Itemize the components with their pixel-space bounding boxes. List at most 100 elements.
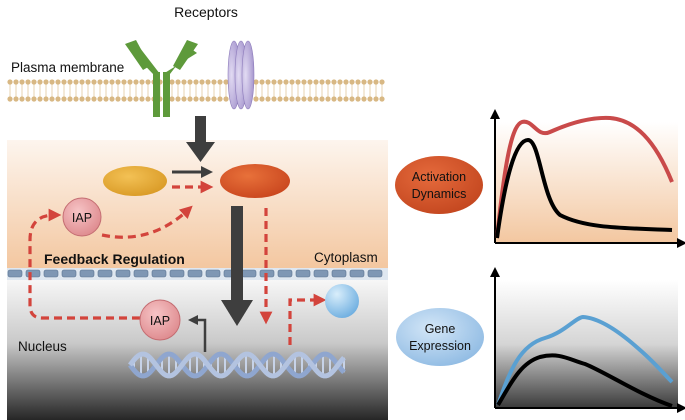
lipid-head [337,96,343,102]
lipid-head [277,96,283,102]
lipid-head [307,96,313,102]
lipid-head [121,79,127,85]
lipid-head [331,79,337,85]
lipid-head [187,79,193,85]
lipid-head [43,96,49,102]
lipid-head [67,96,73,102]
lipid-head [7,79,13,85]
lipid-head [31,79,37,85]
lipid-head [259,96,265,102]
lipid-head [79,96,85,102]
lipid-head [25,79,31,85]
activation-dynamics-oval [395,156,483,214]
lipid-head [379,96,385,102]
transcription-start-arrow [188,315,207,352]
lipid-head [259,79,265,85]
lipid-head [313,79,319,85]
lipid-head [325,79,331,85]
lipid-head [193,96,199,102]
lipid-head [97,96,103,102]
lipid-head [25,96,31,102]
activation-label-line2: Dynamics [412,187,467,201]
lipid-head [139,79,145,85]
lipid-head [91,79,97,85]
lipid-head [223,96,229,102]
lipid-head [343,96,349,102]
lipid-head [295,79,301,85]
gene-expression-chart [490,267,685,413]
dna-helix-icon [128,351,346,379]
lipid-head [319,79,325,85]
lipid-head [109,79,115,85]
lipid-head [85,96,91,102]
lipid-head [199,79,205,85]
lipid-head [37,79,43,85]
lipid-head [367,79,373,85]
lipid-head [91,96,97,102]
lipid-head [85,79,91,85]
lipid-head [301,96,307,102]
iap-to-protein-arrow [101,205,193,239]
lipid-head [223,79,229,85]
lipid-head [115,96,121,102]
feedback-regulation-label: Feedback Regulation [44,251,185,267]
lipid-head [283,96,289,102]
nuclear-translocation-arrow [221,206,253,326]
gene-label-line1: Gene [425,322,456,336]
lipid-head [217,79,223,85]
lipid-head [49,79,55,85]
iap-protein-nucleus [139,299,181,341]
lipid-head [349,79,355,85]
gene-product-sphere [325,284,359,318]
lipid-head [253,96,259,102]
lipid-head [331,96,337,102]
lipid-head [211,96,217,102]
lipid-head [211,79,217,85]
lipid-head [295,96,301,102]
lipid-head [19,96,25,102]
iap-protein-cytoplasm [62,197,102,237]
lipid-head [265,96,271,102]
channel-receptor-icon [227,40,255,110]
lipid-head [193,79,199,85]
lipid-head [133,79,139,85]
iap-feedback-loop-arrow [28,208,140,320]
lipid-head [175,79,181,85]
receptor-signal-arrow [186,116,215,162]
lipid-head [265,79,271,85]
plasma-membrane-label: Plasma membrane [11,60,124,75]
lipid-head [301,79,307,85]
lipid-head [103,79,109,85]
lipid-head [49,96,55,102]
gene-label-line2: Expression [409,339,471,353]
lipid-head [169,96,175,102]
lipid-head [109,96,115,102]
lipid-head [55,96,61,102]
lipid-head [319,96,325,102]
transcription-output-arrow [288,293,327,345]
lipid-head [205,96,211,102]
nuclear-envelope [7,268,388,280]
nucleus-label: Nucleus [18,339,67,354]
lipid-head [139,96,145,102]
lipid-head [379,79,385,85]
lipid-head [355,96,361,102]
lipid-head [373,96,379,102]
lipid-head [271,96,277,102]
active-protein [220,164,290,198]
lipid-head [361,96,367,102]
lipid-head [79,79,85,85]
lipid-head [145,79,151,85]
lipid-head [103,96,109,102]
lipid-head [127,79,133,85]
lipid-head [313,96,319,102]
lipid-head [289,96,295,102]
dna-strand [128,351,346,379]
gene-expression-oval [396,308,484,366]
lipid-head [199,96,205,102]
lipid-head [133,96,139,102]
lipid-head [349,96,355,102]
activation-black-curve [495,137,673,239]
lipid-head [121,96,127,102]
